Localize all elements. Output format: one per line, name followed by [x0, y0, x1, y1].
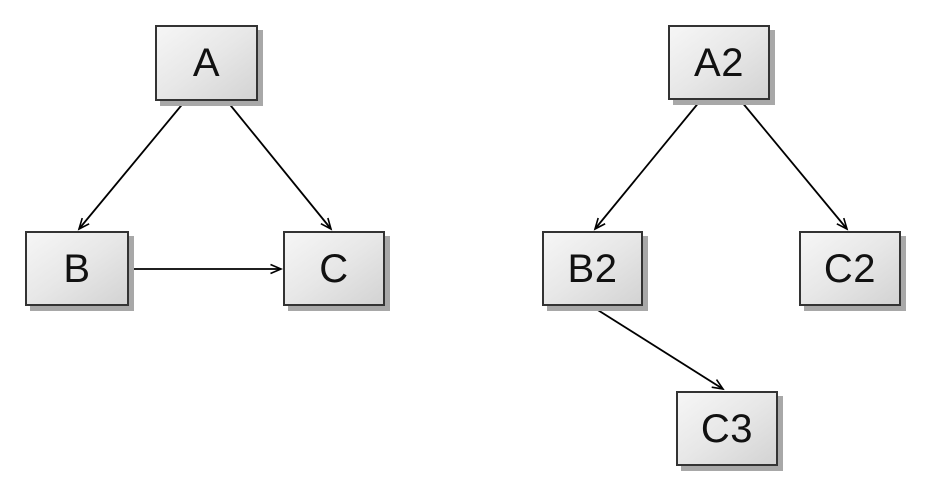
node-a2-label: A2 — [694, 40, 744, 85]
edge-A-B — [79, 100, 186, 229]
node-b2[interactable]: B2 — [542, 231, 643, 306]
node-a2[interactable]: A2 — [668, 25, 770, 100]
node-c3-label: C3 — [700, 406, 754, 451]
node-c-label: C — [319, 246, 349, 291]
node-b[interactable]: B — [25, 231, 129, 306]
edge-A2-C2 — [740, 100, 847, 229]
node-a[interactable]: A — [155, 25, 258, 101]
edge-A-C — [226, 100, 331, 229]
node-c2-label: C2 — [823, 246, 877, 291]
node-a-label: A — [192, 41, 221, 85]
node-c[interactable]: C — [283, 231, 385, 306]
node-c3[interactable]: C3 — [676, 391, 778, 466]
edge-A2-B2 — [595, 100, 701, 229]
node-b2-label: B2 — [567, 246, 618, 291]
node-c2[interactable]: C2 — [799, 231, 901, 306]
node-b-label: B — [63, 246, 91, 291]
edges-group — [79, 100, 847, 389]
edge-B2-C3 — [592, 306, 723, 389]
